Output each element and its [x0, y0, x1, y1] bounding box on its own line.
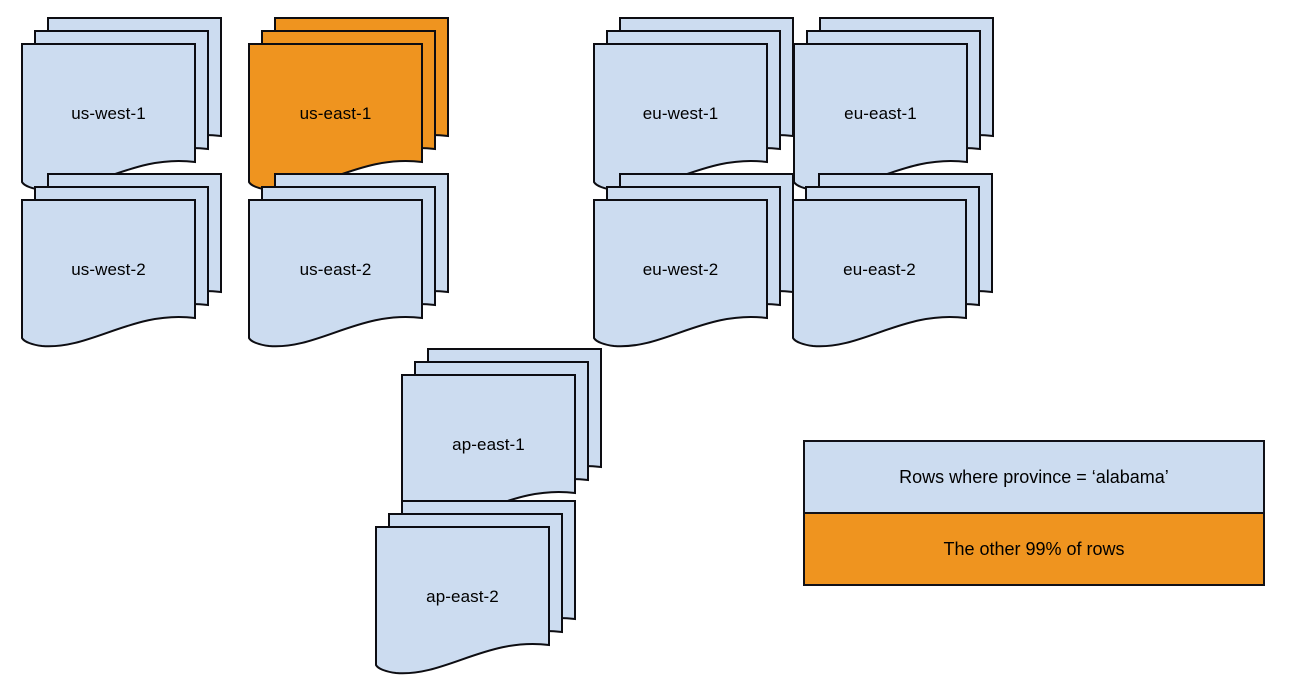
region-stack-sheets-ap-east-1 — [401, 348, 602, 523]
legend-item-matching-rows: Rows where province = ‘alabama’ — [805, 442, 1263, 514]
document-sheet — [792, 199, 967, 348]
region-stack-sheets-us-east-2 — [248, 173, 449, 348]
legend-label-matching-rows: Rows where province = ‘alabama’ — [899, 466, 1169, 487]
document-sheet — [375, 526, 550, 675]
legend-label-other-rows: The other 99% of rows — [943, 538, 1125, 559]
region-stack-eu-west-1[interactable]: eu-west-1 — [593, 17, 794, 192]
region-stack-sheets-us-west-1 — [21, 17, 222, 192]
document-sheet — [248, 43, 423, 192]
legend-box: Rows where province = ‘alabama’ The othe… — [803, 440, 1265, 586]
document-sheet — [593, 199, 768, 348]
region-stack-eu-east-2[interactable]: eu-east-2 — [792, 173, 993, 348]
region-stack-us-east-2[interactable]: us-east-2 — [248, 173, 449, 348]
region-stack-ap-east-1[interactable]: ap-east-1 — [401, 348, 602, 523]
region-stack-eu-west-2[interactable]: eu-west-2 — [593, 173, 794, 348]
region-stack-sheets-eu-west-1 — [593, 17, 794, 192]
region-stack-us-west-2[interactable]: us-west-2 — [21, 173, 222, 348]
region-stack-eu-east-1[interactable]: eu-east-1 — [793, 17, 994, 192]
document-sheet — [21, 199, 196, 348]
region-stack-sheets-ap-east-2 — [375, 500, 576, 675]
document-sheet — [793, 43, 968, 192]
legend-item-other-rows: The other 99% of rows — [805, 514, 1263, 584]
document-sheet — [248, 199, 423, 348]
region-stack-ap-east-2[interactable]: ap-east-2 — [375, 500, 576, 675]
region-stack-sheets-eu-east-2 — [792, 173, 993, 348]
region-stack-sheets-us-east-1 — [248, 17, 449, 192]
document-sheet — [593, 43, 768, 192]
region-stack-us-west-1[interactable]: us-west-1 — [21, 17, 222, 192]
region-stack-sheets-eu-east-1 — [793, 17, 994, 192]
document-sheet — [21, 43, 196, 192]
region-stack-sheets-eu-west-2 — [593, 173, 794, 348]
region-stack-us-east-1[interactable]: us-east-1 — [248, 17, 449, 192]
region-stack-sheets-us-west-2 — [21, 173, 222, 348]
